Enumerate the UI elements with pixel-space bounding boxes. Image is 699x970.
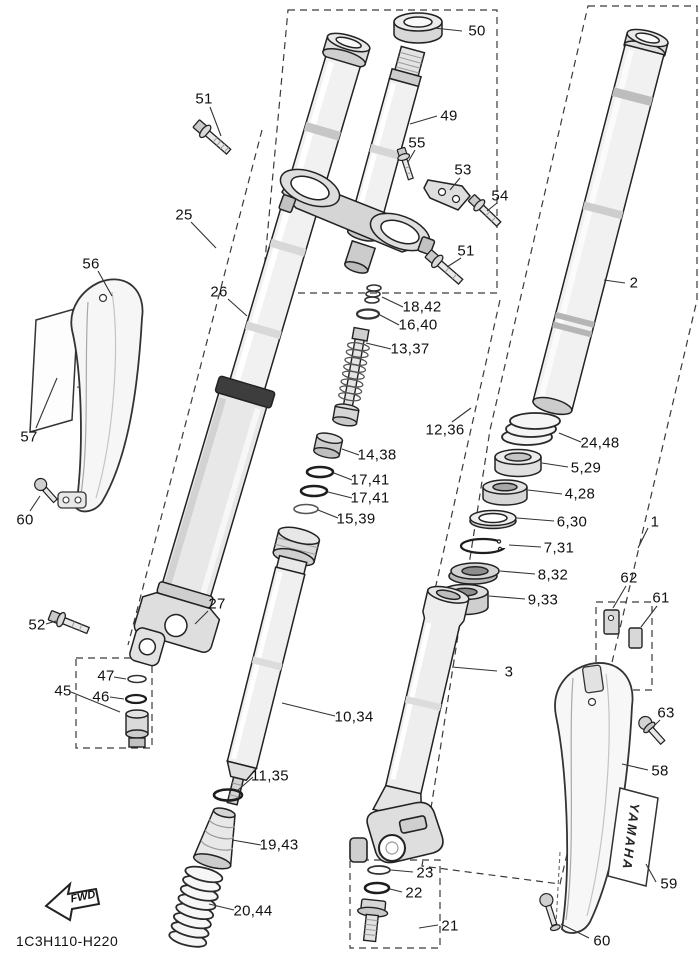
part-label: 5,29 bbox=[570, 459, 602, 477]
guard-screw-60a bbox=[34, 477, 59, 504]
right-outer-tube bbox=[371, 585, 470, 822]
part-label: 27 bbox=[208, 595, 226, 613]
leader-lines bbox=[29, 27, 661, 939]
piston bbox=[312, 432, 344, 459]
adjuster-body bbox=[125, 709, 149, 748]
axle-bracket bbox=[349, 801, 444, 864]
right-fork-tube bbox=[532, 28, 669, 416]
o-ring-small bbox=[363, 881, 391, 895]
part-label: 11,35 bbox=[251, 767, 289, 785]
part-label: 7,31 bbox=[543, 539, 575, 557]
part-label: 63 bbox=[657, 704, 675, 722]
o-ring-top bbox=[355, 308, 381, 320]
guard-bolt-63 bbox=[638, 715, 666, 746]
part-label: 51 bbox=[457, 242, 475, 260]
part-label: 58 bbox=[651, 762, 669, 780]
part-label: 8,32 bbox=[537, 566, 569, 584]
o-ring bbox=[305, 465, 335, 479]
left-fork-assembly bbox=[133, 32, 371, 653]
part-label: 22 bbox=[405, 884, 423, 902]
part-label: 60 bbox=[593, 932, 611, 950]
part-label: 54 bbox=[491, 187, 509, 205]
damper-rod bbox=[332, 326, 370, 427]
part-label: 45 bbox=[54, 682, 72, 700]
part-label: 13,37 bbox=[390, 340, 430, 358]
adjuster-o-ring bbox=[124, 693, 148, 705]
spring-seat bbox=[192, 807, 236, 870]
guard-clips bbox=[603, 609, 643, 649]
part-label: 62 bbox=[620, 569, 638, 587]
fork-spring bbox=[168, 865, 224, 948]
part-label: 61 bbox=[652, 589, 670, 607]
guard-screw-60b bbox=[539, 892, 561, 932]
flange-bolt-51b bbox=[424, 249, 464, 286]
base-bolt bbox=[357, 898, 389, 943]
part-label: 23 bbox=[416, 864, 434, 882]
part-label: 59 bbox=[660, 875, 678, 893]
part-label: 50 bbox=[468, 22, 486, 40]
adjuster-washer bbox=[127, 674, 147, 684]
part-label: 17,41 bbox=[350, 489, 390, 507]
o-ring bbox=[299, 484, 329, 498]
part-label: 12,36 bbox=[425, 421, 465, 439]
protection-film bbox=[29, 306, 79, 434]
part-label: 9,33 bbox=[527, 591, 559, 609]
part-label: 24,48 bbox=[580, 434, 620, 452]
part-label: 20,44 bbox=[233, 902, 273, 920]
part-label: 3 bbox=[504, 663, 514, 681]
seal-spacer bbox=[482, 479, 528, 506]
flange-bolt-52 bbox=[47, 610, 91, 635]
part-label: 2 bbox=[629, 274, 639, 292]
ring-washer bbox=[293, 503, 319, 515]
left-fork-guard bbox=[57, 278, 144, 513]
part-label: 1 bbox=[650, 513, 660, 531]
fwd-arrow bbox=[44, 881, 101, 922]
washer-small bbox=[367, 865, 391, 875]
part-label: 17,41 bbox=[350, 471, 390, 489]
part-label: 26 bbox=[210, 283, 228, 301]
oil-seal bbox=[448, 562, 500, 585]
part-label: 15,39 bbox=[336, 510, 376, 528]
part-label: 4,28 bbox=[564, 485, 596, 503]
group-boundaries bbox=[75, 5, 698, 949]
part-label: 57 bbox=[20, 428, 38, 446]
flat-washer bbox=[469, 509, 517, 530]
axle-clamp bbox=[129, 627, 166, 667]
cable-guide-plate bbox=[423, 179, 471, 211]
spring-seat-rings bbox=[501, 412, 561, 446]
part-label: 25 bbox=[175, 206, 193, 224]
retaining-clip bbox=[459, 537, 510, 555]
part-label: 16,40 bbox=[398, 316, 438, 334]
part-label: 52 bbox=[28, 616, 46, 634]
part-label: 53 bbox=[454, 161, 472, 179]
damper-body bbox=[226, 526, 321, 806]
brand-sticker bbox=[607, 787, 659, 887]
part-label: 18,42 bbox=[402, 298, 442, 316]
flange-bolt-51a bbox=[192, 119, 232, 156]
part-label: 14,38 bbox=[357, 446, 397, 464]
part-label: 60 bbox=[16, 511, 34, 529]
part-label: 46 bbox=[92, 688, 110, 706]
triple-clamp bbox=[278, 168, 436, 274]
part-label: 55 bbox=[408, 134, 426, 152]
fork-cap bbox=[393, 12, 443, 44]
part-label: 49 bbox=[440, 107, 458, 125]
part-label: 47 bbox=[97, 667, 115, 685]
part-label: 10,34 bbox=[334, 708, 374, 726]
flange-bolt-54 bbox=[468, 194, 502, 228]
o-ring-lower bbox=[212, 788, 244, 802]
part-label: 56 bbox=[82, 255, 100, 273]
part-label: 21 bbox=[441, 917, 459, 935]
diagram-part-code: 1C3H110-H220 bbox=[16, 933, 119, 949]
part-label: 19,43 bbox=[259, 836, 299, 854]
small-bolt-55 bbox=[396, 146, 414, 181]
slide-bushing bbox=[494, 448, 542, 478]
small-spring bbox=[364, 284, 382, 304]
part-label: 51 bbox=[195, 90, 213, 108]
inner-fork-tube bbox=[346, 45, 426, 242]
part-label: 6,30 bbox=[556, 513, 588, 531]
